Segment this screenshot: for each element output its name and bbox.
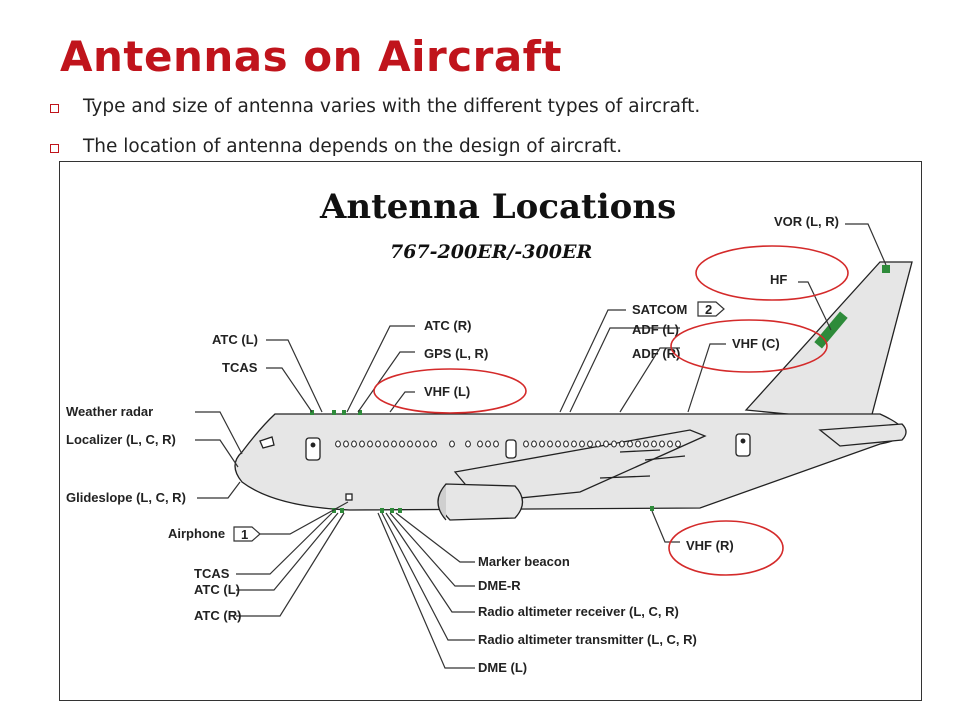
label-dme-r: DME-R	[478, 578, 521, 593]
bullet-square-icon	[50, 144, 59, 153]
label-marker-beacon: Marker beacon	[478, 554, 570, 569]
label-vor: VOR (L, R)	[774, 214, 839, 229]
highlight-vhf-c	[670, 319, 828, 373]
label-radalt-rx: Radio altimeter receiver (L, C, R)	[478, 604, 679, 619]
label-localizer: Localizer (L, C, R)	[66, 432, 176, 447]
label-glideslope: Glideslope (L, C, R)	[66, 490, 186, 505]
airphone-number: 1	[241, 527, 248, 542]
cabin-windows	[335, 440, 681, 448]
highlight-vhf-l	[373, 368, 527, 414]
diagram-subtitle: 767-200ER/-300ER	[390, 241, 592, 263]
door-mid	[505, 439, 517, 459]
satcom-number-tag	[697, 301, 725, 317]
label-airphone: Airphone	[168, 526, 225, 541]
satcom-number: 2	[705, 302, 712, 317]
label-gps: GPS (L, R)	[424, 346, 488, 361]
bullet-item: The location of antenna depends on the d…	[46, 136, 926, 176]
vor-antenna-mark	[882, 265, 890, 273]
diagram-title: Antenna Locations	[319, 187, 676, 227]
label-radalt-tx: Radio altimeter transmitter (L, C, R)	[478, 632, 697, 647]
label-weather-radar: Weather radar	[66, 404, 153, 419]
bullet-text: Type and size of antenna varies with the…	[83, 96, 701, 117]
wing-flaps	[599, 449, 686, 479]
label-dme-l: DME (L)	[478, 660, 527, 675]
horizontal-stabilizer	[818, 423, 907, 447]
leader-lines	[195, 223, 887, 669]
slide-title: Antennas on Aircraft	[60, 32, 563, 81]
diagram-canvas: Antenna Locations 767-200ER/-300ER	[66, 187, 913, 675]
label-satcom: SATCOM	[632, 302, 687, 317]
door-handle	[310, 442, 316, 448]
highlight-vhf-r	[668, 520, 784, 576]
engine-nacelle	[439, 483, 524, 521]
label-vhf-l: VHF (L)	[424, 384, 470, 399]
label-hf: HF	[770, 272, 787, 287]
airphone-number-tag	[233, 526, 261, 542]
door-rear	[735, 433, 751, 457]
label-adf-r: ADF (R)	[632, 346, 680, 361]
bullet-list: Type and size of antenna varies with the…	[46, 96, 926, 176]
antenna-diagram: Antenna Locations 767-200ER/-300ER	[59, 161, 922, 701]
small-panel	[345, 493, 353, 501]
label-vhf-c: VHF (C)	[732, 336, 780, 351]
bullet-square-icon	[50, 104, 59, 113]
engine-inlet	[437, 483, 447, 521]
label-vhf-r: VHF (R)	[686, 538, 734, 553]
label-atc-l-top: ATC (L)	[212, 332, 258, 347]
label-atc-r-top: ATC (R)	[424, 318, 471, 333]
highlight-circles	[373, 245, 849, 576]
label-adf-l: ADF (L)	[632, 322, 679, 337]
aircraft-drawing	[234, 261, 913, 521]
label-atc-l-bottom: ATC (L)	[194, 582, 240, 597]
cockpit-window	[259, 436, 275, 449]
antenna-labels: VOR (L, R) HF SATCOM ADF (L) ADF (R) VHF…	[66, 214, 839, 675]
label-tcas-top: TCAS	[222, 360, 258, 375]
bullet-text: The location of antenna depends on the d…	[83, 136, 623, 157]
label-tcas-bottom: TCAS	[194, 566, 230, 581]
highlight-hf	[695, 245, 849, 301]
door-handle	[740, 438, 746, 444]
label-atc-r-bottom: ATC (R)	[194, 608, 241, 623]
door-front	[305, 437, 321, 461]
bullet-item: Type and size of antenna varies with the…	[46, 96, 926, 136]
number-tags	[233, 301, 725, 542]
